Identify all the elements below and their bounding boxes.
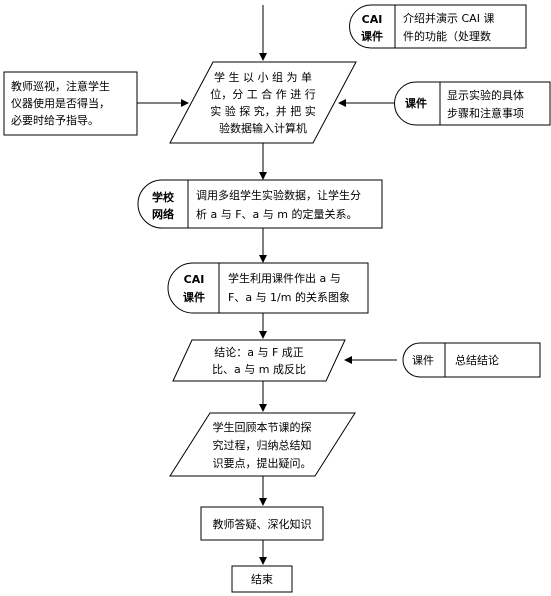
review-line2: 究过程，归纳总结知 (213, 438, 312, 452)
teacher-patrol-box: 教师巡视，注意学生 仪器使用是否得当， 必要时给予指导。 (3, 71, 138, 136)
end-text: 结束 (251, 573, 273, 586)
courseware-summary-label: 课件 (412, 354, 434, 367)
teacher-patrol-line1: 教师巡视，注意学生 (11, 79, 110, 93)
conclusion-step: 结论：a 与 F 成正 比、a 与 m 成反比 (172, 339, 346, 382)
courseware-steps-label: 课件 (405, 96, 427, 110)
teacher-patrol-line2: 仪器使用是否得当， (11, 96, 110, 110)
teacher-answer-text: 教师答疑、深化知识 (213, 517, 312, 531)
cai-graph-label-line2: 课件 (183, 290, 205, 304)
review-step: 学生回顾本节课的探 究过程，归纳总结知 识要点，提出疑问。 (169, 412, 356, 477)
end-step: 结束 (231, 565, 293, 593)
school-network-line2: 析 a 与 F、a 与 m 的定量关系。 (196, 207, 358, 221)
top-cai-courseware: CAI 课件 介绍并演示 CAI 课 件的功能（处理数 (349, 4, 527, 49)
school-network-label-line1: 学校 (152, 190, 175, 204)
review-line1: 学生回顾本节课的探 (213, 420, 312, 434)
group-experiment-step: 学 生 以 小 组 为 单 位，分 工 合 作 进 行 实 验 探 究，并 把 … (169, 61, 357, 144)
cai-graph-step: CAI 课件 学生利用课件作出 a 与 F、a 与 1/m 的关系图象 (167, 262, 369, 314)
top-cai-label-line2: 课件 (361, 29, 383, 43)
cai-graph-line2: F、a 与 1/m 的关系图象 (228, 290, 350, 304)
top-cai-text-line1: 介绍并演示 CAI 课 (403, 11, 494, 25)
group-experiment-line2: 位，分 工 合 作 进 行 (210, 87, 315, 101)
group-experiment-line4: 验数据输入计算机 (219, 121, 307, 135)
courseware-steps-line2: 步骤和注意事项 (447, 106, 524, 120)
courseware-steps-line1: 显示实验的具体 (447, 88, 524, 102)
group-experiment-line1: 学 生 以 小 组 为 单 (214, 70, 312, 84)
conclusion-line2: 比、a 与 m 成反比 (212, 363, 306, 376)
cai-graph-line1: 学生利用课件作出 a 与 (228, 271, 341, 285)
teacher-answer-step: 教师答疑、深化知识 (200, 506, 324, 541)
conclusion-line1: 结论：a 与 F 成正 (214, 345, 304, 359)
school-network-line1: 调用多组学生实验数据，让学生分 (196, 188, 361, 202)
teacher-patrol-line3: 必要时给予指导。 (11, 113, 99, 127)
courseware-summary: 课件 总结结论 (402, 342, 541, 378)
courseware-summary-text: 总结结论 (455, 353, 499, 367)
school-network-step: 学校 网络 调用多组学生实验数据，让学生分 析 a 与 F、a 与 m 的定量关… (137, 179, 383, 229)
cai-graph-label-line1: CAI (184, 273, 205, 286)
courseware-steps: 课件 显示实验的具体 步骤和注意事项 (394, 81, 551, 126)
review-line3: 识要点，提出疑问。 (213, 456, 312, 470)
top-cai-label-line1: CAI (362, 13, 383, 26)
group-experiment-line3: 实 验 探 究，并 把 实 (210, 104, 315, 118)
top-cai-text-line2: 件的功能（处理数 (403, 29, 491, 43)
school-network-label-line2: 网络 (152, 207, 174, 221)
